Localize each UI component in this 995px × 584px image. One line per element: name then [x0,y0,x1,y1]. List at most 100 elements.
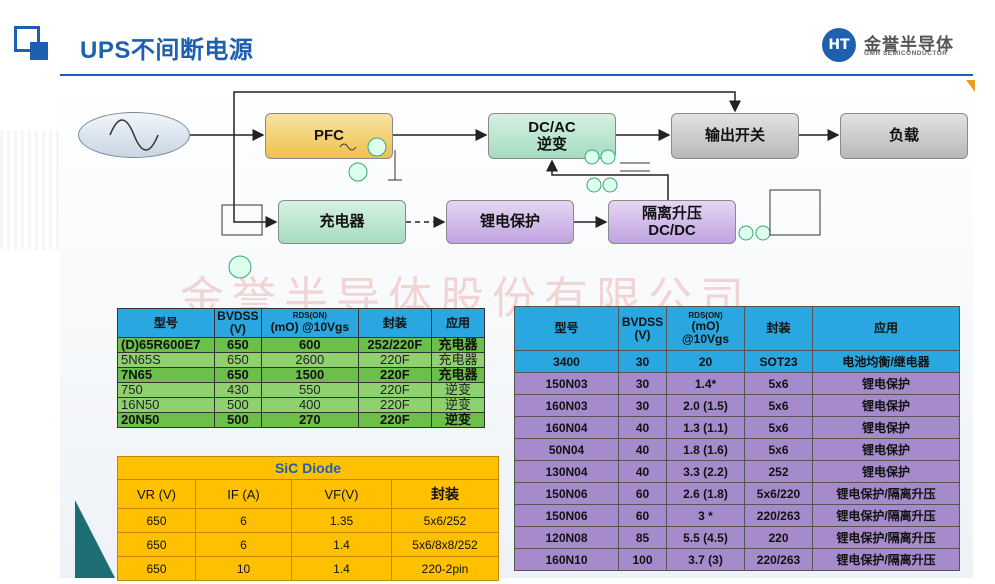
cell-bvdss: 100 [618,548,667,571]
cell-rds: 1.4* [666,372,745,395]
col-sic-package: 封装 [391,479,499,509]
cell-model: 3400 [514,350,619,373]
cell-bvdss: 650 [213,367,262,384]
iso-label-1: 隔离升压 [641,204,702,222]
output-switch-block: 输出开关 [671,113,799,159]
cell-bvdss: 30 [618,394,667,417]
cell-rds: 2600 [260,352,359,369]
cell-bvdss: 500 [213,397,262,414]
bvdss-label: BVDSS [217,309,259,323]
cell-package: 252/220F [357,337,433,354]
pfc-block: PFC [265,113,393,159]
cell-app: 锂电保护 [812,438,960,461]
ac-source [78,112,190,158]
cell-package: 220/263 [744,548,813,571]
cell-bvdss: 650 [213,337,262,354]
cell-model: 160N10 [514,548,619,571]
cell-package: 5x6 [744,372,813,395]
cell-package: SOT23 [744,350,813,373]
background-texture [0,130,60,250]
cell-bvdss: 650 [213,352,262,369]
cell-bvdss: 60 [618,504,667,527]
cell-app: 锂电保护 [812,372,960,395]
cell-vf: 1.4 [291,556,392,581]
cell-app: 充电器 [431,367,485,384]
cell-package: 220F [357,397,433,414]
cell-package: 252 [744,460,813,483]
cell-model: 160N03 [514,394,619,417]
cell-app: 锂电保护 [812,394,960,417]
dcac-label-1: DC/AC [528,118,576,136]
col-lv-model: 型号 [514,306,619,351]
col-vr: VR (V) [117,479,196,509]
load-label: 负载 [888,127,919,145]
cell-package: 220 [744,526,813,549]
col-vf: VF(V) [291,479,392,509]
lv-bvdss-label: BVDSS [621,314,664,329]
load-block: 负载 [840,113,968,159]
sic-caption: SiC Diode [117,456,499,480]
cell-package: 5x6/252 [391,508,499,533]
cell-rds: 600 [260,337,359,354]
page-title: UPS不间断电源 [80,37,254,64]
cell-model: 7N65 [117,367,215,384]
logo-mark-icon: HT [822,28,856,62]
logo-name: 金誉半导体 [864,35,954,54]
cell-model: 150N03 [514,372,619,395]
title-square-icon [14,26,48,60]
lv-bvdss-unit: (V) [634,327,651,342]
cell-app: 锂电保护/隔离升压 [812,526,960,549]
cell-app: 锂电保护/隔离升压 [812,548,960,571]
rds-label: RDS(ON) [292,311,327,321]
battery-protection-block: 锂电保护 [446,200,574,244]
cell-model: 150N06 [514,504,619,527]
cell-app: 逆变 [431,397,485,414]
cell-bvdss: 30 [618,372,667,395]
col-bvdss: BVDSS(V) [213,307,262,339]
cell-package: 5x6/220 [744,482,813,505]
cell-rds: 3.7 (3) [666,548,745,571]
lv-rds-cond: @10Vgs [681,331,730,346]
cell-package: 5x6 [744,416,813,439]
cell-app: 逆变 [431,382,485,399]
pfc-label: PFC [314,127,344,145]
cell-model: 750 [117,382,215,399]
cell-model: 120N08 [514,526,619,549]
cell-package: 5x6 [744,438,813,461]
rds-unit: (mO) @10Vgs [270,319,349,334]
cell-rds: 2.0 (1.5) [666,394,745,417]
output-switch-label: 输出开关 [704,127,765,145]
cell-model: (D)65R600E7 [117,337,215,354]
title-divider [60,74,973,76]
cell-package: 220/263 [744,504,813,527]
cell-model: 50N04 [514,438,619,461]
cell-rds: 1500 [260,367,359,384]
cell-rds: 400 [260,397,359,414]
cell-bvdss: 40 [618,438,667,461]
col-model: 型号 [117,307,215,339]
cell-bvdss: 40 [618,460,667,483]
decorative-triangle [75,500,115,578]
cell-bvdss: 60 [618,482,667,505]
lv-mosfet-table: 型号 BVDSS(V) RDS(ON)(mO)@10Vgs 封装 应用 3400… [514,306,960,571]
cell-app: 锂电保护 [812,416,960,439]
hv-mosfet-table: 型号 BVDSS(V) RDS(ON)(mO) @10Vgs 封装 应用 (D)… [117,307,485,429]
cell-rds: 2.6 (1.8) [666,482,745,505]
cell-rds: 3 * [666,504,745,527]
cell-vr: 650 [117,532,196,557]
